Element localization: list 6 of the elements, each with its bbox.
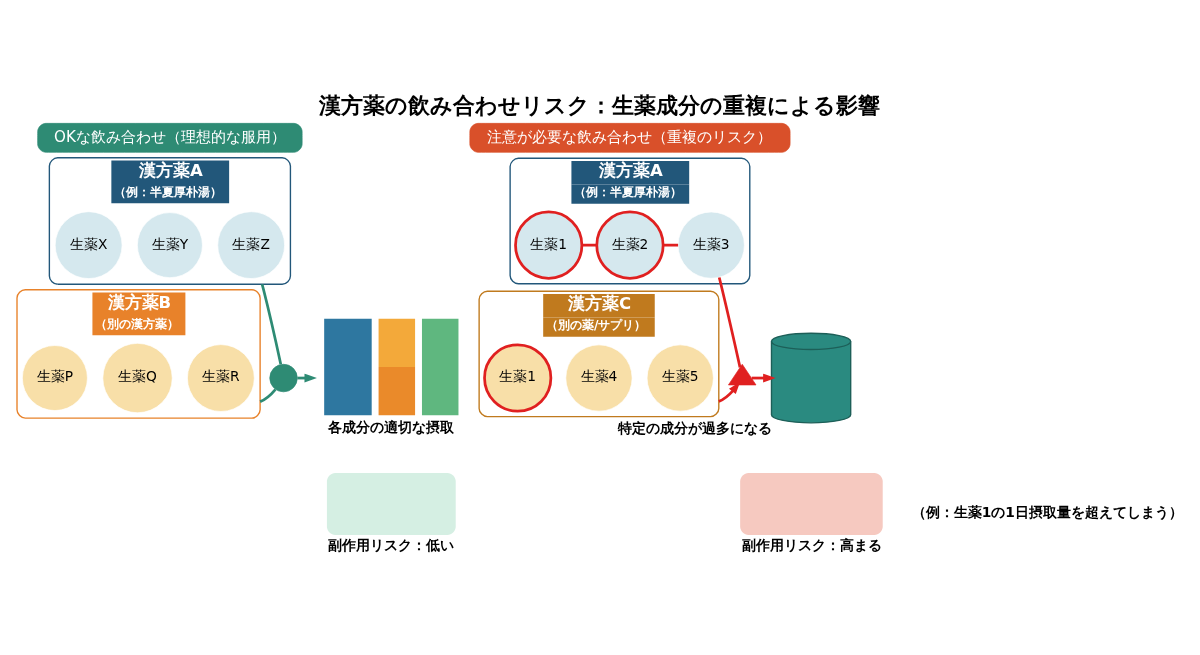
- node-label: 副作用リスク：高まる: [741, 536, 882, 553]
- label: （例：生薬1の1日摂取量を超えてしまう）: [911, 504, 1183, 521]
- node-label: 副作用リスク：低い: [328, 536, 455, 553]
- node-label: 特定の成分が過多になる: [617, 420, 772, 437]
- diagram-title: 漢方薬の飲み合わせリスク：生薬成分の重複による影響: [319, 93, 881, 119]
- node-label: 各成分の適切な摂取: [328, 419, 455, 436]
